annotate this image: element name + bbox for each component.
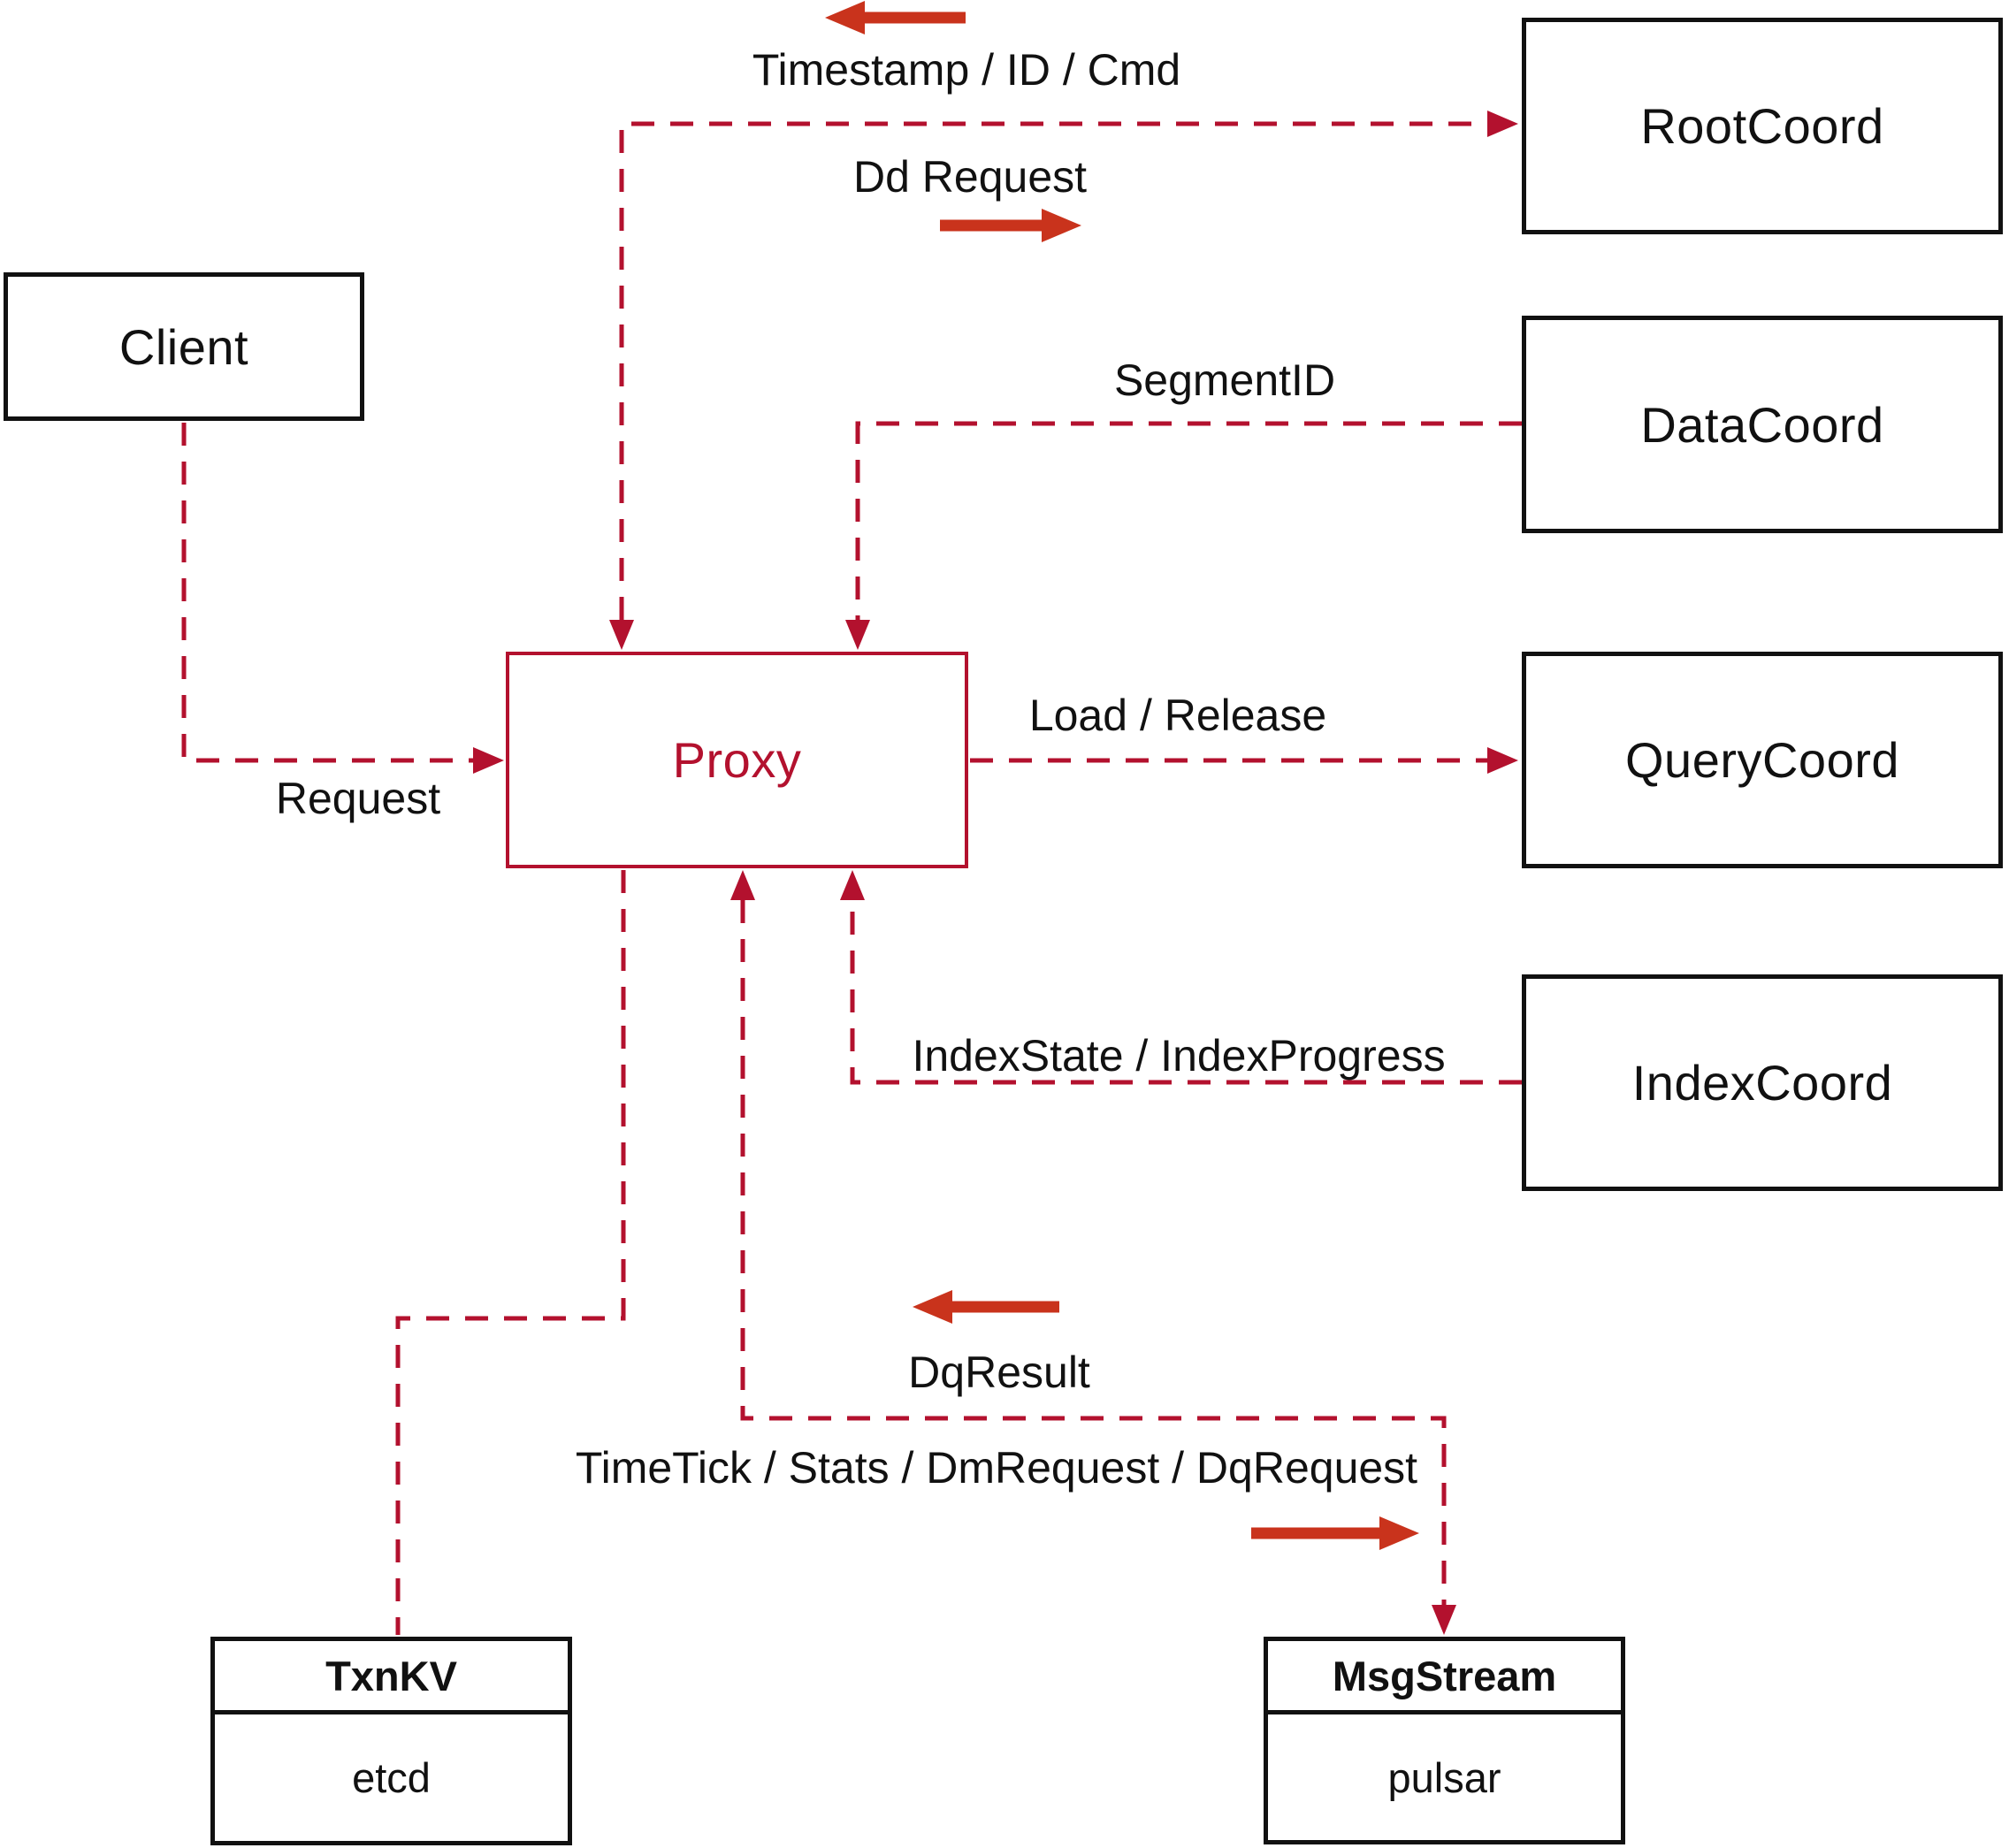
arrowhead-into-proxy-bottom-right — [840, 870, 865, 900]
edge-label-dq-result: DqResult — [908, 1348, 1090, 1397]
left-arrow-timestamp-icon — [825, 1, 966, 34]
edge-label-load-release: Load / Release — [1028, 691, 1327, 740]
node-proxy-label: Proxy — [672, 732, 802, 788]
left-arrow-dq-result-icon — [913, 1290, 1059, 1324]
node-msgstream-subtitle: pulsar — [1387, 1753, 1501, 1801]
arrowhead-into-proxy-top-right — [845, 620, 870, 650]
right-arrow-dd-request-icon — [940, 209, 1081, 242]
node-querycoord-label: QueryCoord — [1624, 732, 1900, 788]
arrowhead-into-msgstream — [1432, 1605, 1456, 1635]
node-indexcoord-label: IndexCoord — [1631, 1055, 1893, 1111]
edge-label-timetick: TimeTick / Stats / DmRequest / DqRequest — [575, 1443, 1418, 1493]
edge-label-index-state: IndexState / IndexProgress — [912, 1031, 1446, 1081]
node-client: Client — [4, 272, 364, 421]
arrowhead-into-rootcoord — [1487, 111, 1518, 137]
node-client-label: Client — [118, 318, 249, 375]
node-proxy: Proxy — [506, 652, 968, 868]
node-querycoord: QueryCoord — [1522, 652, 2003, 868]
node-msgstream: MsgStream pulsar — [1264, 1637, 1625, 1844]
arrowhead-into-querycoord — [1487, 747, 1518, 774]
node-datacoord-label: DataCoord — [1640, 396, 1884, 453]
edge-client-proxy — [181, 423, 474, 763]
edge-proxy-rootcoord — [619, 121, 1487, 620]
edge-indexcoord-proxy — [850, 900, 1522, 1085]
edge-arrowheads — [473, 111, 1518, 1635]
edge-label-segment-id: SegmentID — [1113, 355, 1336, 405]
edge-label-request: Request — [275, 774, 441, 823]
node-rootcoord-label: RootCoord — [1640, 98, 1884, 154]
node-rootcoord: RootCoord — [1522, 18, 2003, 234]
node-datacoord: DataCoord — [1522, 316, 2003, 533]
node-msgstream-title: MsgStream — [1268, 1641, 1621, 1714]
right-arrow-timetick-icon — [1251, 1516, 1419, 1550]
arrowhead-into-proxy-left — [473, 747, 504, 774]
node-txnkv: TxnKV etcd — [210, 1637, 572, 1845]
edge-label-dd-request: Dd Request — [852, 152, 1088, 202]
direction-arrows — [825, 1, 1419, 1550]
edge-datacoord-proxy — [855, 421, 1522, 620]
edge-proxy-txnkv — [395, 870, 626, 1635]
node-indexcoord: IndexCoord — [1522, 974, 2003, 1191]
node-txnkv-title: TxnKV — [215, 1641, 568, 1714]
arrowhead-into-proxy-top-left — [609, 620, 634, 650]
edge-proxy-msgstream — [740, 900, 1447, 1605]
arrowhead-into-proxy-bottom-mid — [730, 870, 755, 900]
edge-label-timestamp: Timestamp / ID / Cmd — [752, 45, 1181, 95]
node-txnkv-subtitle: etcd — [352, 1754, 431, 1801]
